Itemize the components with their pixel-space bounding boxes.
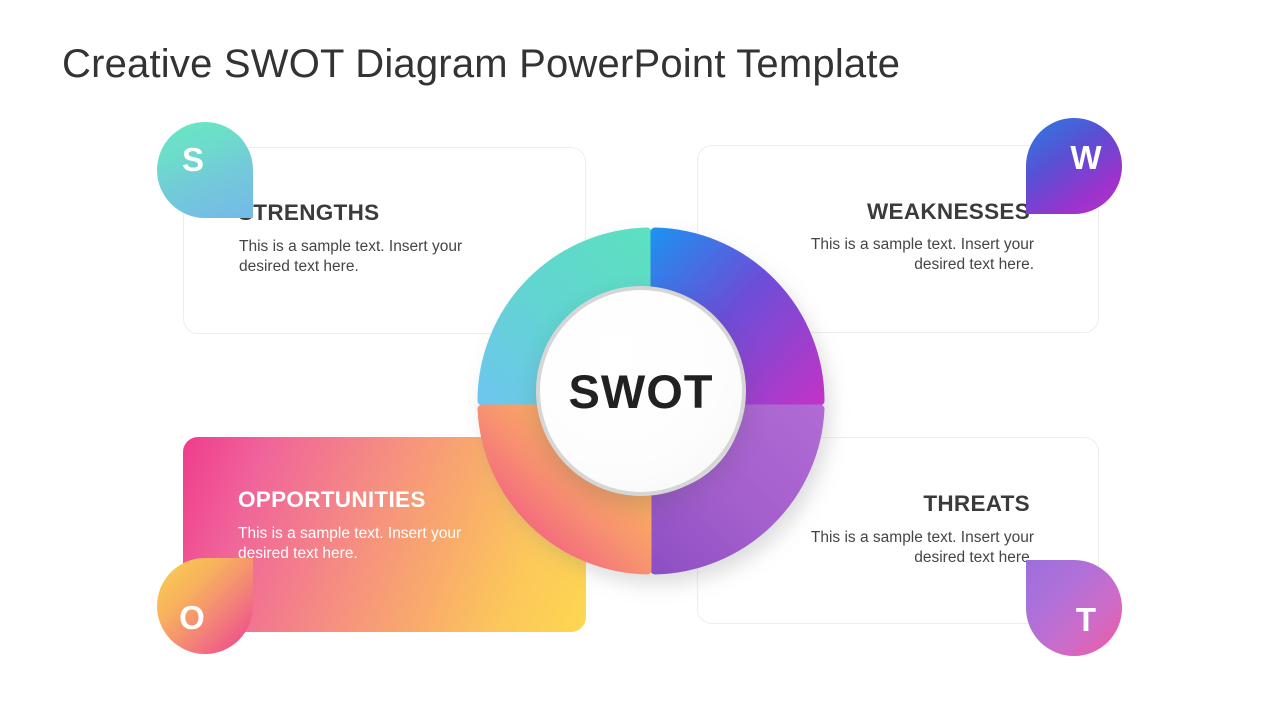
card-opportunities-body: This is a sample text. Insert your desir… [238, 525, 462, 562]
swot-donut-chart [477, 227, 825, 575]
leaf-badge-t-icon: T [1026, 560, 1122, 656]
leaf-badge-s-letter: S [181, 141, 204, 178]
card-weaknesses-title: WEAKNESSES [866, 199, 1030, 224]
leaf-badge-t-letter: T [1075, 601, 1097, 638]
card-strengths-title: STRENGTHS [238, 200, 380, 225]
page-title: Creative SWOT Diagram PowerPoint Templat… [62, 42, 901, 86]
card-opportunities-title: OPPORTUNITIES [238, 487, 426, 512]
card-threats-body: This is a sample text. Insert your desir… [810, 529, 1034, 566]
donut-arc-threats [650, 404, 825, 575]
leaf-badge-o-icon: O [157, 558, 253, 654]
leaf-badge-o-letter: O [179, 599, 205, 636]
swot-hub-label: SWOT [568, 364, 714, 418]
swot-hub-circle[interactable]: SWOT [536, 286, 746, 496]
leaf-badge-w-icon: W [1026, 118, 1122, 214]
card-strengths-body: This is a sample text. Insert your desir… [239, 238, 463, 275]
card-threats-title: THREATS [923, 491, 1030, 516]
leaf-badge-s-icon: S [157, 122, 253, 218]
card-weaknesses-body: This is a sample text. Insert your desir… [810, 236, 1034, 273]
leaf-badge-w-letter: W [1070, 139, 1102, 176]
